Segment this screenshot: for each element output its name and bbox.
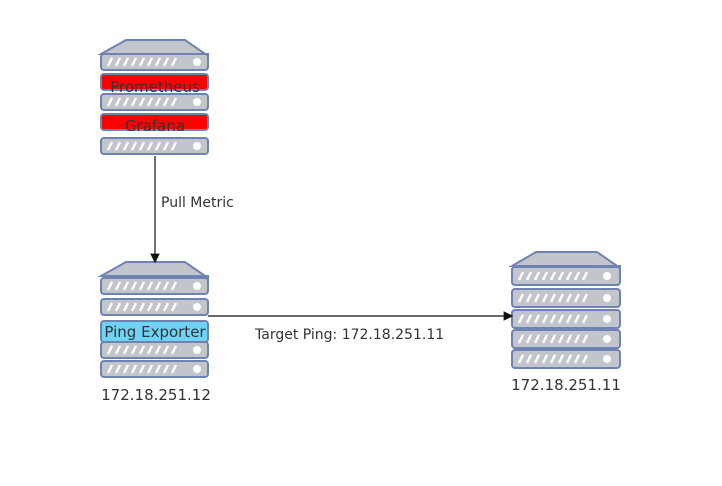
pull-metric-label: Pull Metric — [161, 195, 234, 211]
target-ping-edge: Target Ping: 172.18.251.11 — [208, 311, 514, 343]
exporter-ip-label: 172.18.251.12 — [101, 386, 211, 404]
target-ping-label: Target Ping: 172.18.251.11 — [254, 327, 444, 343]
pull-metric-edge: Pull Metric — [150, 156, 234, 264]
ping-exporter-label: Ping Exporter — [104, 323, 206, 341]
prometheus-label: Prometheus — [110, 78, 200, 96]
target-server-icon: 172.18.251.11 — [508, 251, 621, 394]
grafana-label: Grafana — [125, 117, 185, 135]
grafana-slot — [100, 113, 209, 131]
monitoring-server-icon: Prometheus Grafana — [97, 39, 209, 155]
target-ip-label: 172.18.251.11 — [511, 376, 621, 394]
prometheus-slot — [100, 73, 209, 91]
exporter-server-icon: Ping Exporter 172.18.251.12 — [97, 261, 211, 404]
